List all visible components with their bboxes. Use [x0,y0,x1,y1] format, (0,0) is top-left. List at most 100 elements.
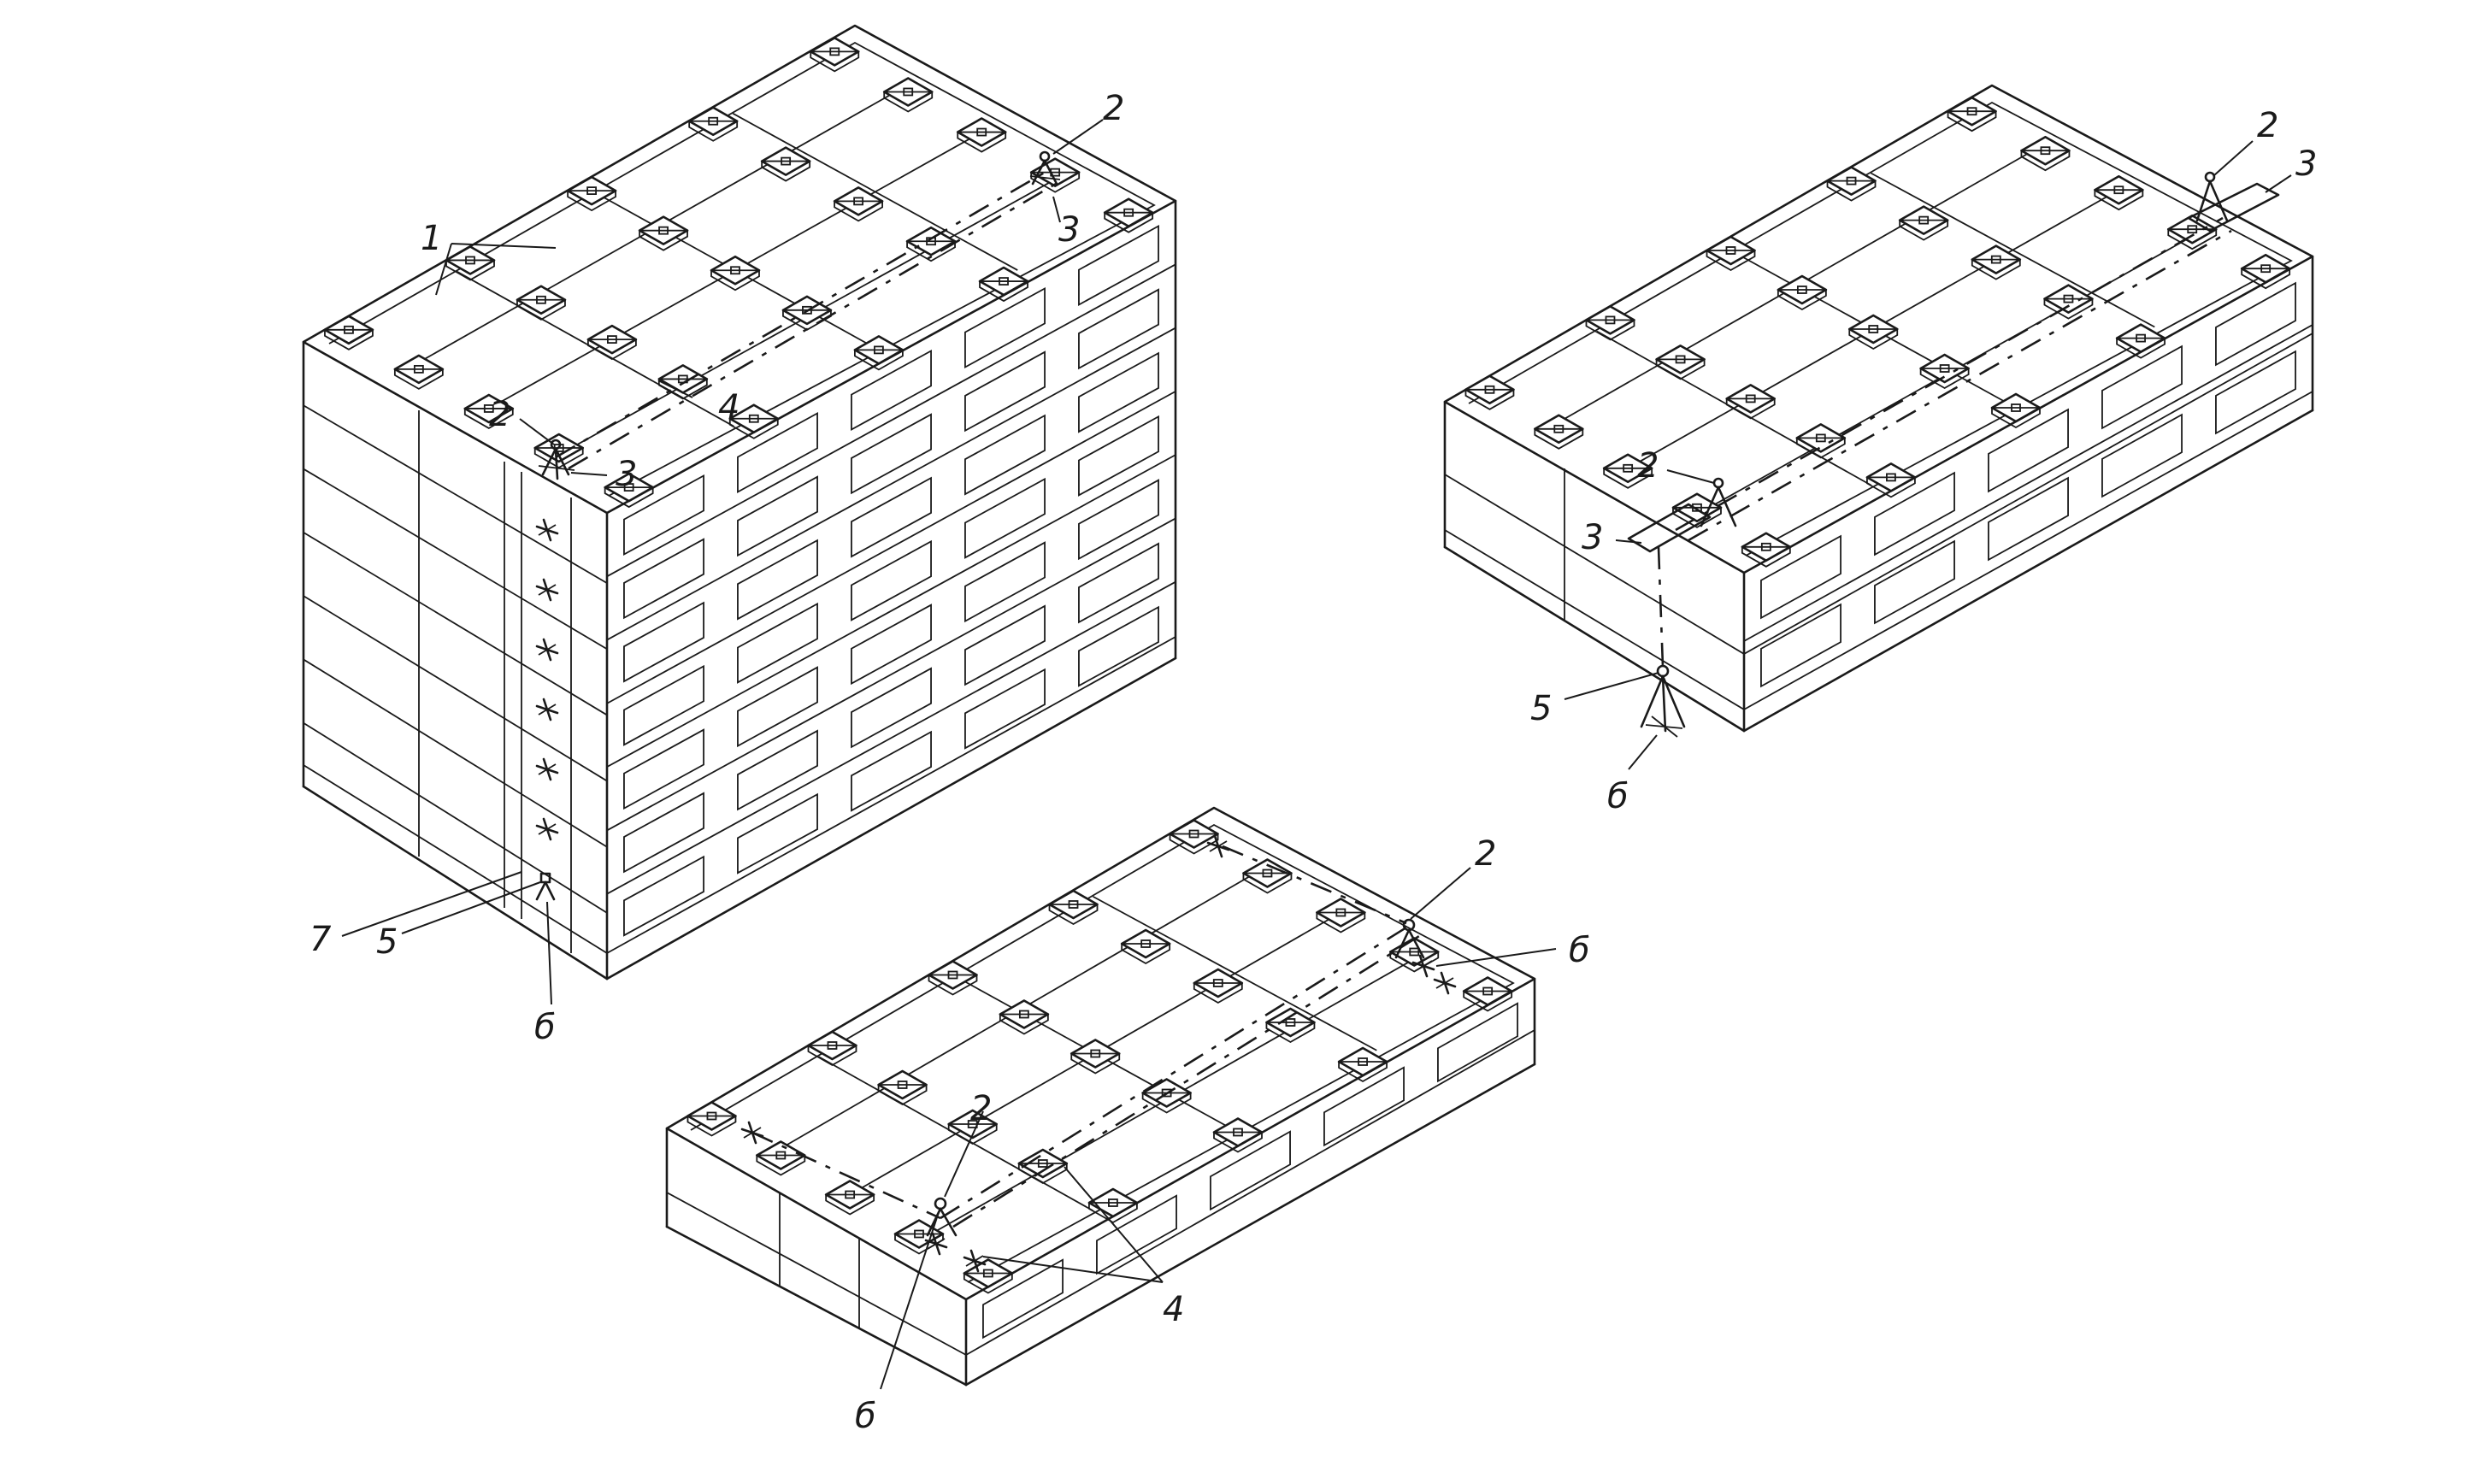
leader-lines [341,119,2292,1390]
survey-mark-icon [535,817,559,841]
survey-mark-icon [535,757,559,781]
window [964,604,1046,686]
label-2: 2 [1103,89,1124,128]
window [1874,539,1955,625]
anchor-pad-icon [1602,453,1653,489]
survey-mark-icon [1433,971,1457,995]
label-4: 4 [1163,1290,1184,1329]
tripod-icon [1029,150,1061,186]
window [737,475,818,557]
window [737,602,818,684]
window [1323,1066,1405,1147]
window [623,538,704,620]
anchor-pad-icon [1826,166,1877,202]
window [2101,344,2183,430]
label-5: 5 [1530,689,1552,728]
anchor-pad-icon [323,315,374,350]
anchor-pad-icon [1048,889,1099,926]
window [851,604,932,686]
window [623,601,704,683]
anchor-pad-icon [393,354,445,390]
window [851,539,932,621]
anchor-pad-icon [853,335,905,371]
window [964,668,1046,750]
anchor-pad-icon [1534,414,1584,450]
anchor-pad-icon [445,245,496,281]
window [1988,408,2069,493]
label-7: 7 [309,920,332,959]
anchor-pad-icon [947,1109,998,1145]
window [1096,1194,1177,1275]
window [1078,415,1159,497]
anchor-pad-icon [516,285,567,321]
anchor-pad-icon [824,1180,875,1216]
window [1078,542,1159,624]
window [737,729,818,811]
anchor-pad-icon [687,106,739,142]
anchor-pad-icon [1655,344,1706,380]
anchor-pad-icon [2020,135,2071,172]
anchor-pad-icon [1706,235,1756,272]
platform-icon [2187,171,2280,233]
window [623,855,704,937]
window [623,792,704,874]
window [1874,471,1955,556]
window [737,539,818,621]
anchor-pad-icon [1847,314,1899,350]
label-3: 3 [1058,210,1080,250]
window [737,792,818,874]
anchor-pad-icon [1971,244,2022,280]
building-tall [302,24,1177,980]
anchor-pad-icon [1316,898,1366,933]
label-6: б [855,1397,876,1436]
anchor-pad-icon [2240,253,2291,290]
survey-mark-icon [740,1121,764,1145]
window [2215,281,2296,367]
anchor-pad-icon [809,37,860,73]
anchor-pad-icon [999,999,1050,1035]
anchor-pad-icon [1898,205,1949,241]
anchor-pad-icon [2115,323,2166,359]
anchor-pad-icon [1337,1046,1388,1083]
window [1760,603,1841,688]
anchor-pad-icon [760,146,811,182]
anchor-pad-icon [1725,384,1776,420]
anchor-pad-icon [533,433,585,469]
anchor-pad-icon [1585,305,1635,341]
label-2: 2 [970,1089,992,1128]
anchor-pad-icon [1865,462,1917,498]
anchor-pad-icon [728,403,780,439]
window [851,730,932,812]
anchor-pad-icon [1070,1039,1121,1075]
window [851,667,932,749]
anchor-pad-icon [2094,174,2144,211]
anchor-pad-icon [956,117,1007,153]
tripod-icon [1394,918,1425,959]
anchor-pad-icon [882,77,934,113]
anchor-pad-icon [1103,197,1154,233]
anchor-pad-icon [638,215,689,251]
window [964,477,1046,559]
window [851,413,932,495]
anchor-pad-icon [710,255,761,292]
window [1078,479,1159,561]
window [1210,1130,1291,1211]
window [1988,476,2069,562]
window [851,350,932,431]
anchor-pad-icon [833,186,884,222]
anchor-pad-icon [905,226,957,262]
label-2: 2 [1475,834,1496,874]
window [2101,413,2183,498]
label-2: 2 [2257,106,2278,145]
window [623,728,704,810]
anchor-pad-icon [604,472,654,509]
window [964,287,1046,368]
survey-mark-icon [963,1249,987,1273]
window [1078,605,1159,687]
survey-mark-icon [1206,834,1230,858]
window [964,541,1046,623]
anchor-pad-icon [978,266,1029,303]
label-3: 3 [616,455,637,494]
window [1760,534,1841,620]
anchor-pad-icon [1242,858,1293,894]
